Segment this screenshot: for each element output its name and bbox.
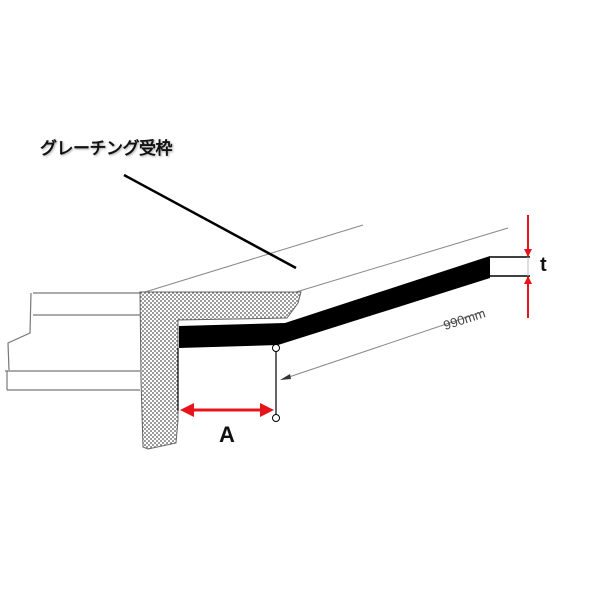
grating-frame-label: グレーチング受枠 <box>40 139 173 159</box>
concrete-slab <box>5 292 140 391</box>
perspective-lines <box>144 224 509 293</box>
leader-line <box>123 173 297 270</box>
width-dimension <box>177 344 280 422</box>
thickness-label: t <box>540 254 547 276</box>
thickness-marker <box>490 215 532 318</box>
length-dimension <box>280 311 483 380</box>
receiving-frame-hatch <box>139 291 302 450</box>
grating-bar <box>179 256 490 348</box>
width-label: A <box>219 422 235 447</box>
